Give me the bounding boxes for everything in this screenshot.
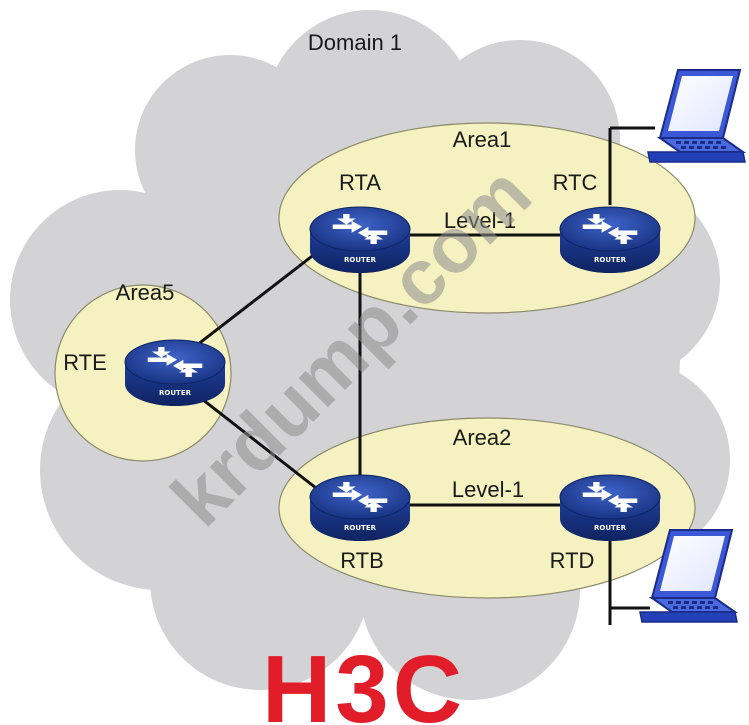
router-icon-rte: ROUTER (124, 339, 226, 406)
router-badge: ROUTER (344, 524, 377, 532)
laptop-icon (639, 529, 739, 623)
router-icon-rtd: ROUTER (559, 474, 661, 541)
area2-ellipse (278, 417, 696, 599)
router-badge: ROUTER (344, 256, 377, 264)
router-label-rtb: RTB (340, 548, 384, 573)
router-badge: ROUTER (594, 524, 627, 532)
h3c-logo: H3C (262, 636, 466, 725)
domain-label: Domain 1 (308, 30, 402, 55)
area2-label: Area2 (453, 425, 512, 450)
router-icon-rtc: ROUTER (559, 206, 661, 273)
router-icon-rta: ROUTER (309, 206, 411, 273)
area5-label: Area5 (116, 280, 175, 305)
router-label-rtc: RTC (553, 170, 598, 195)
router-label-rtd: RTD (550, 548, 595, 573)
area1-label: Area1 (453, 127, 512, 152)
router-badge: ROUTER (159, 389, 192, 397)
link-label-rtb-rtd: Level-1 (452, 477, 524, 502)
link-label-rta-rtc: Level-1 (444, 208, 516, 233)
laptop-icon (647, 69, 747, 163)
router-badge: ROUTER (594, 256, 627, 264)
router-icon-rtb: ROUTER (309, 474, 411, 541)
router-label-rta: RTA (339, 170, 381, 195)
router-label-rte: RTE (63, 350, 107, 375)
lan-lines (608, 126, 655, 625)
